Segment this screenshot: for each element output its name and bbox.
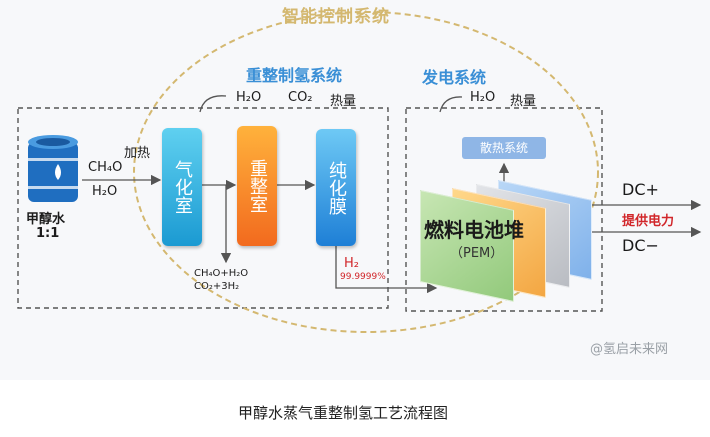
power-out-h2o: H₂O <box>470 90 496 105</box>
hydrogen-label: H₂ <box>344 256 359 271</box>
power-system-title: 发电系统 <box>422 68 487 87</box>
methanol-barrel-icon <box>28 135 78 202</box>
reformer-block: 重整室 <box>237 126 277 246</box>
reforming-system-title: 重整制氢系统 <box>246 66 343 85</box>
methanol-water-label: 甲醇水 <box>26 212 66 227</box>
feed-ch4o-label: CH₄O <box>88 160 123 175</box>
power-output-curve <box>439 96 463 113</box>
dc-minus-label: DC− <box>622 236 659 255</box>
feed-h2o-label: H₂O <box>92 184 118 199</box>
purifier-block: 纯化膜 <box>316 129 356 246</box>
radiator-box: 散热系统 <box>462 137 546 159</box>
fuel-cell-stack-label: 燃料电池堆 <box>424 218 524 242</box>
watermark: @氢启未来网 <box>590 342 669 357</box>
power-out-heat: 热量 <box>510 94 537 109</box>
reform-output-curve <box>199 95 227 113</box>
reform-out-co2: CO₂ <box>288 90 313 105</box>
reaction-line-1: CH₄O+H₂O <box>194 268 249 279</box>
dc-plus-label: DC+ <box>622 180 659 199</box>
reform-out-heat: 热量 <box>330 94 357 109</box>
reform-out-h2o: H₂O <box>236 90 262 105</box>
hydrogen-purity: 99.9999% <box>340 272 386 282</box>
h2-arrow <box>335 246 438 294</box>
supply-power-label: 提供电力 <box>622 214 675 229</box>
methanol-ratio-label: 1:1 <box>36 226 60 241</box>
pem-label: （PEM） <box>450 246 504 261</box>
control-system-title: 智能控制系统 <box>282 7 390 27</box>
control-ellipse <box>133 11 599 333</box>
reaction-line-2: CO₂+3H₂ <box>194 281 240 292</box>
outer-dashed-boundary <box>17 107 389 309</box>
vaporizer-block: 气化室 <box>162 128 202 246</box>
figure-caption: 甲醇水蒸气重整制氢工艺流程图 <box>238 404 449 422</box>
diagram-lines <box>17 11 702 333</box>
power-dashed-boundary <box>405 107 603 312</box>
feed-heating-label: 加热 <box>124 146 151 161</box>
